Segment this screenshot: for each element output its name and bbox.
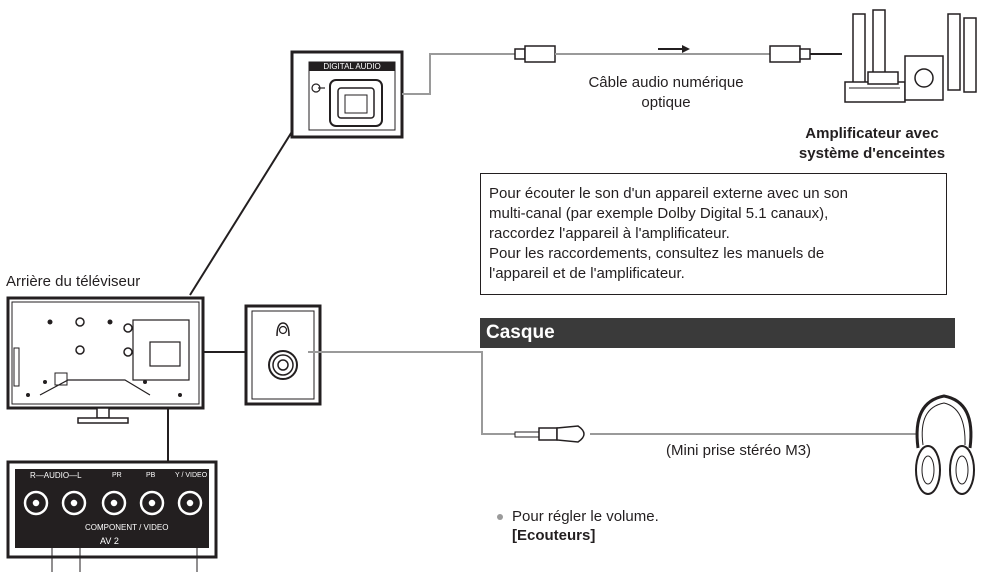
rca-jack xyxy=(109,498,119,508)
headphone-cable xyxy=(308,351,918,443)
rca-jack xyxy=(69,498,79,508)
headphone-jack-box xyxy=(244,304,322,406)
tv-rear-label: Arrière du téléviseur xyxy=(6,273,141,290)
info-line: l'appareil et de l'amplificateur. xyxy=(489,265,685,282)
optical-cable xyxy=(402,45,842,95)
signal-arrow xyxy=(658,45,690,53)
av-yvideo-label: Y / VIDEO xyxy=(175,472,208,479)
cable-label-line2: optique xyxy=(641,94,691,111)
headphone-icon xyxy=(276,322,290,337)
av-jacks xyxy=(22,489,204,517)
cable-label-line1: Câble audio numérique xyxy=(588,74,744,91)
amplifier-speaker-illustration xyxy=(844,9,977,103)
digital-audio-port-label: DIGITAL AUDIO xyxy=(323,62,381,71)
info-line: Pour écouter le son d'un appareil extern… xyxy=(489,185,848,202)
av2-input-panel xyxy=(6,460,218,572)
bullet-icon xyxy=(497,514,503,520)
av-pb-label: PB xyxy=(146,472,156,479)
tv-to-digital-audio-line xyxy=(189,121,299,296)
volume-instruction: Pour régler le volume. xyxy=(512,508,659,525)
info-line: multi-canal (par exemple Dolby Digital 5… xyxy=(489,205,829,222)
info-line: raccordez l'appareil à l'amplificateur. xyxy=(489,225,730,242)
headphones-illustration xyxy=(915,394,975,495)
amplifier-label-line1: Amplificateur avec xyxy=(805,125,939,142)
info-line: Pour les raccordements, consultez les ma… xyxy=(489,245,825,262)
av2-label: AV 2 xyxy=(100,536,119,546)
rca-jack xyxy=(147,498,157,508)
rca-jack xyxy=(31,498,41,508)
tv-rear-illustration xyxy=(6,296,205,424)
av-component-label: COMPONENT / VIDEO xyxy=(85,523,169,532)
ecouteurs-key-label: [Ecouteurs] xyxy=(512,527,596,544)
info-box: Pour écouter le son d'un appareil extern… xyxy=(480,173,947,295)
av-audio-label: R—AUDIO—L xyxy=(30,471,82,480)
av-pr-label: PR xyxy=(112,472,122,479)
amplifier-label-line2: système d'enceintes xyxy=(798,145,946,162)
digital-audio-port-box xyxy=(290,50,404,139)
rca-jack xyxy=(185,498,195,508)
casque-section-header: Casque xyxy=(480,318,955,348)
mini-plug-label: (Mini prise stéréo M3) xyxy=(666,442,812,459)
